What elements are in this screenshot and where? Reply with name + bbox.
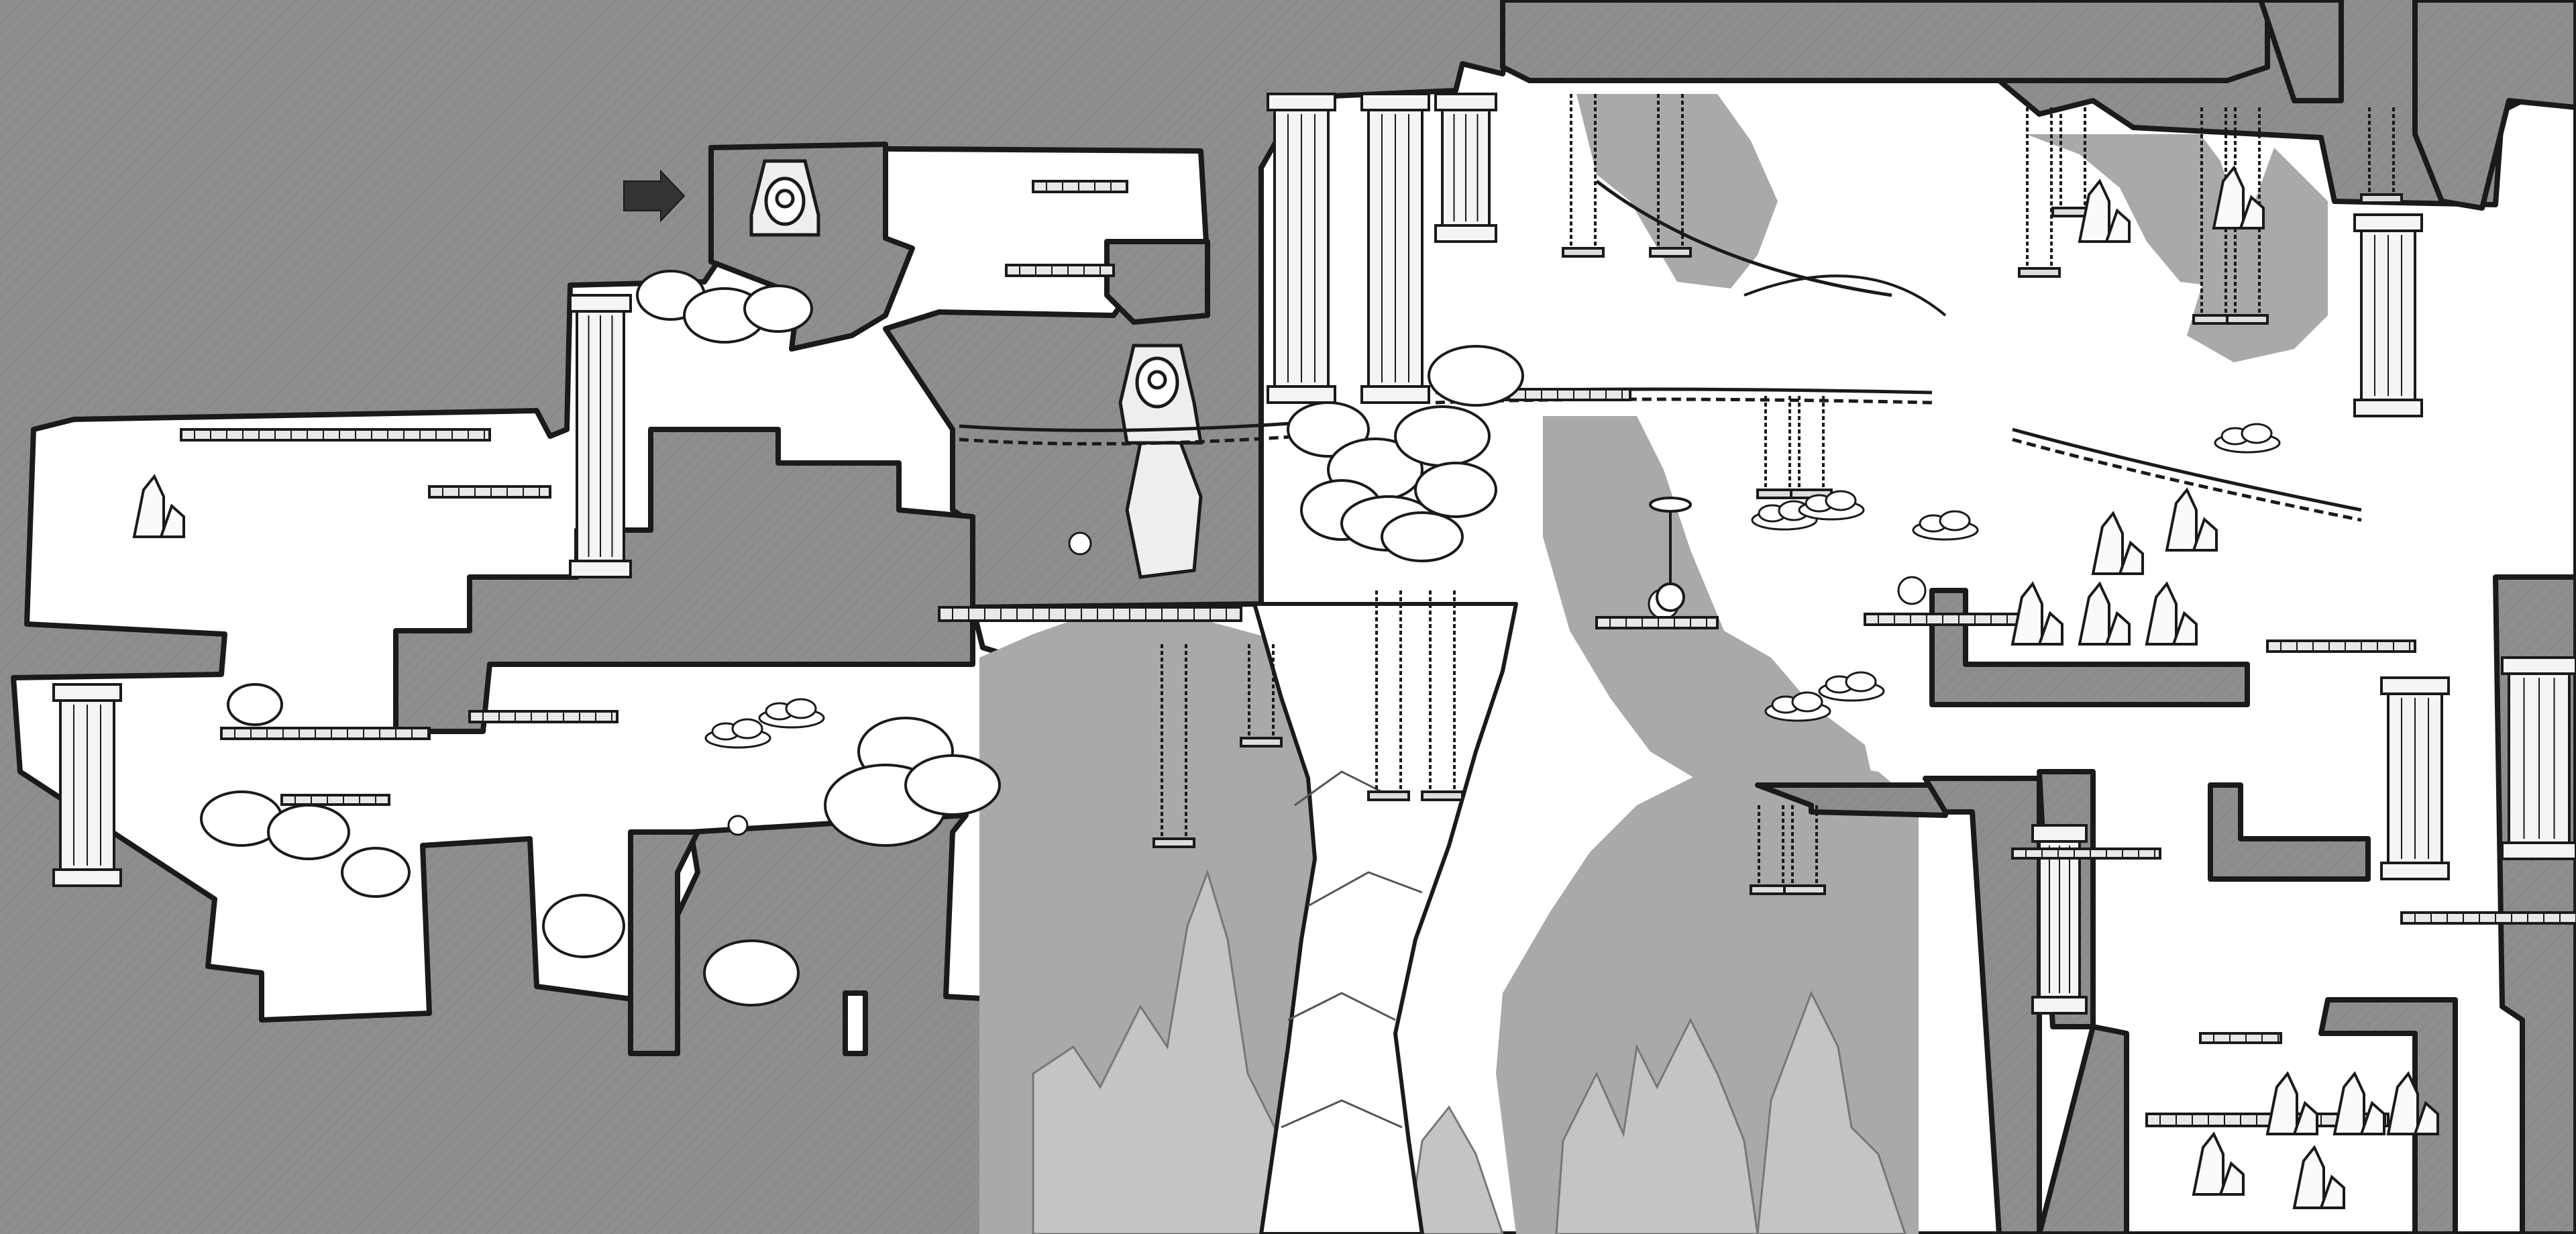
column bbox=[2501, 656, 2576, 860]
crystal bbox=[2078, 581, 2131, 646]
crystal bbox=[2332, 1071, 2385, 1135]
wooden-ledge bbox=[468, 710, 619, 723]
column bbox=[1434, 93, 1497, 243]
cloud bbox=[1764, 691, 1831, 722]
hanging-swing bbox=[1152, 644, 1195, 848]
wooden-ledge bbox=[2199, 1032, 2282, 1044]
column bbox=[52, 683, 122, 887]
hanging-swing bbox=[2360, 107, 2403, 204]
boulder bbox=[1414, 462, 1497, 518]
wooden-ledge bbox=[938, 606, 1242, 622]
crystal bbox=[2386, 1071, 2439, 1135]
cloud bbox=[758, 698, 825, 729]
crystal-cluster-icon bbox=[132, 165, 2439, 1209]
crystal bbox=[2091, 511, 2144, 575]
column bbox=[2380, 676, 2450, 880]
hanging-swing bbox=[2018, 107, 2061, 278]
wooden-ledge bbox=[1864, 613, 2027, 626]
cloud bbox=[1912, 510, 1979, 541]
cloud-decor bbox=[704, 423, 2281, 749]
boulder bbox=[542, 894, 625, 958]
cloud bbox=[704, 718, 771, 749]
column bbox=[2353, 213, 2423, 417]
boulder bbox=[227, 683, 283, 726]
wooden-ledge bbox=[1005, 264, 1115, 277]
column bbox=[1360, 93, 1430, 404]
crystal bbox=[2292, 1145, 2345, 1209]
cloud bbox=[1818, 671, 1885, 702]
boulder bbox=[1428, 345, 1524, 407]
ruin-columns bbox=[52, 93, 2576, 1015]
column bbox=[1267, 93, 1336, 404]
wooden-ledge bbox=[1595, 616, 1719, 629]
column bbox=[569, 294, 632, 578]
entrance-arrow-icon bbox=[623, 169, 686, 223]
wooden-ledge bbox=[180, 428, 491, 442]
cloud bbox=[1798, 490, 1865, 521]
boulder bbox=[1394, 405, 1491, 467]
column bbox=[2031, 824, 2088, 1015]
wooden-ledge bbox=[428, 485, 551, 499]
wooden-ledge bbox=[2266, 639, 2416, 653]
crystal bbox=[2212, 165, 2265, 229]
boulder bbox=[341, 847, 411, 898]
crystal bbox=[2010, 581, 2063, 646]
wooden-ledge bbox=[2400, 911, 2576, 925]
cloud bbox=[1751, 500, 1818, 531]
wooden-ledge bbox=[1032, 180, 1128, 193]
boulder bbox=[904, 754, 1001, 816]
hanging-lamp-icon bbox=[1649, 497, 1692, 612]
hanging-swing bbox=[1562, 94, 1605, 258]
crystal bbox=[2165, 487, 2218, 552]
boulder bbox=[743, 285, 813, 333]
hanging-swing bbox=[1783, 805, 1826, 895]
wooden-ledges bbox=[180, 180, 2576, 1127]
hanging-swing bbox=[1367, 590, 1410, 801]
wooden-ledge bbox=[220, 727, 431, 740]
crystal bbox=[2265, 1071, 2318, 1135]
central-pillar bbox=[1252, 602, 1518, 1234]
boulder bbox=[267, 804, 350, 860]
wooden-ledge bbox=[2011, 847, 2161, 860]
boulder bbox=[703, 939, 800, 1007]
boulder bbox=[1381, 511, 1464, 562]
wooden-ledge bbox=[280, 794, 390, 806]
hanging-swing bbox=[1240, 644, 1283, 748]
crystal bbox=[2078, 178, 2131, 243]
hanging-swing bbox=[1421, 590, 1464, 801]
crystal bbox=[2192, 1131, 2245, 1196]
crystal bbox=[2145, 581, 2198, 646]
cloud bbox=[2214, 423, 2281, 454]
boulder-pile bbox=[200, 270, 1524, 1007]
crystal bbox=[132, 474, 185, 538]
